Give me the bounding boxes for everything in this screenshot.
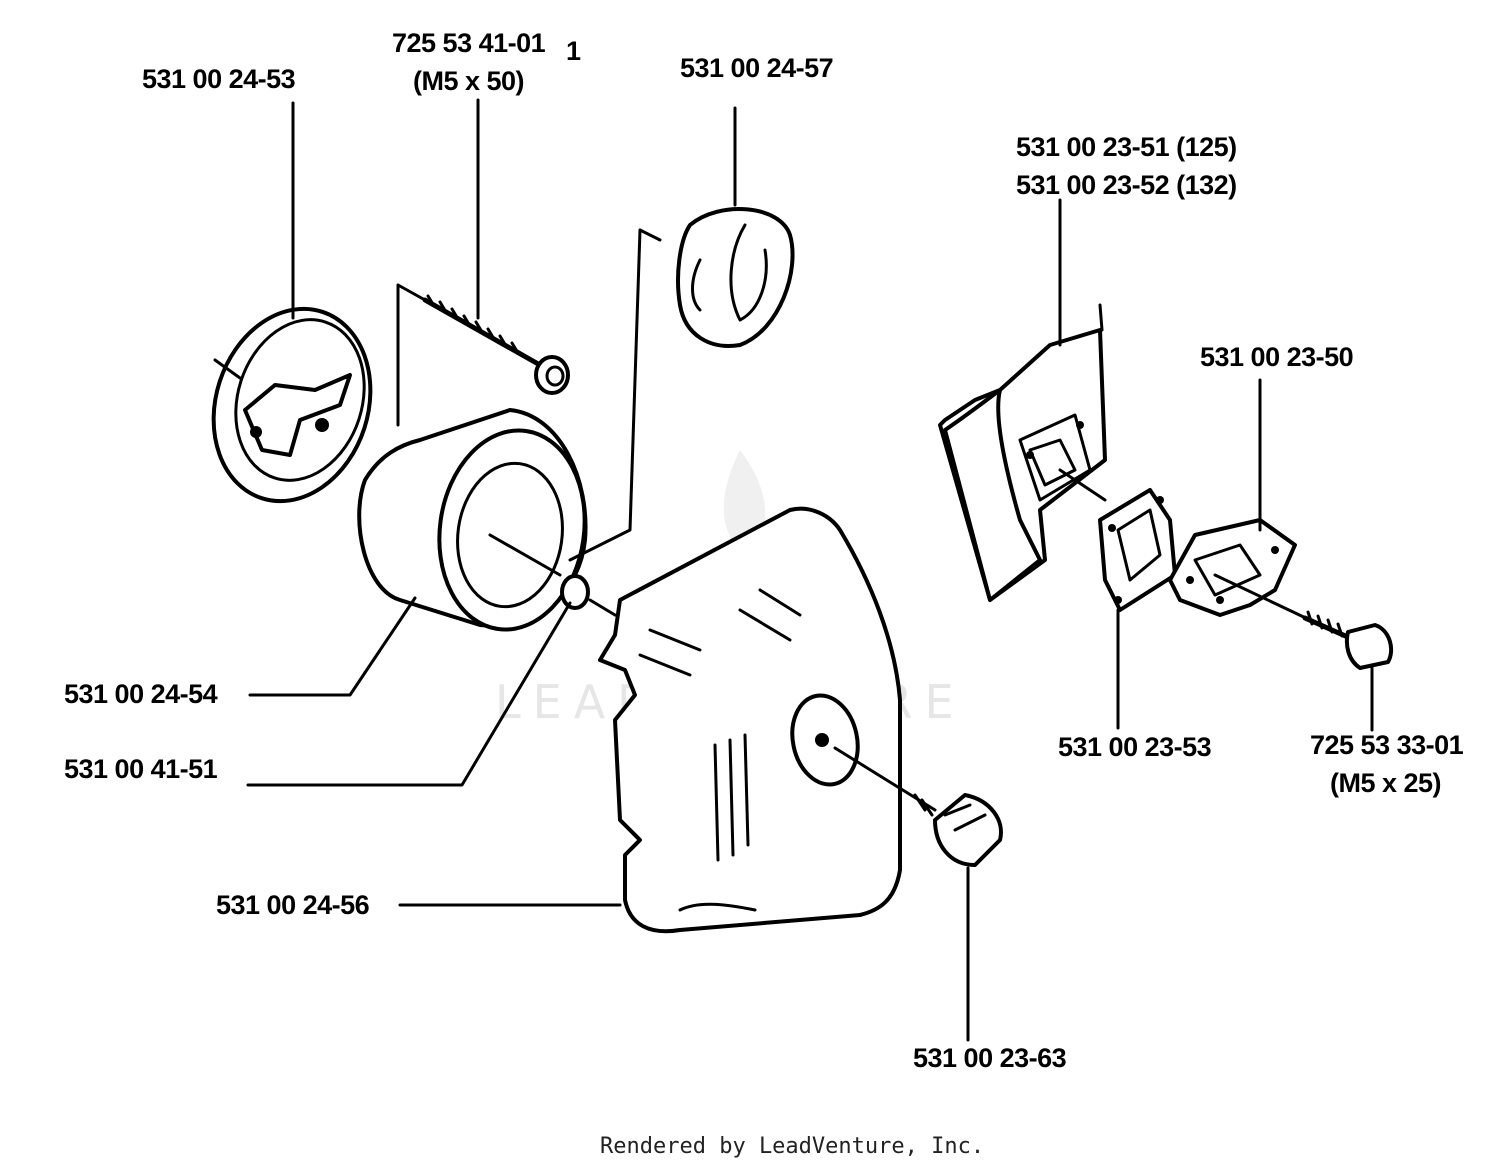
gasket-part [1098,488,1177,612]
label-washer: 531 00 41-51 [64,754,218,784]
flange-part [1168,518,1312,622]
filter-cylinder-part [357,408,588,632]
label-screw-right: 725 53 33-01 [1310,730,1464,760]
label-clutch-drum: 531 00 24-53 [142,64,296,94]
label-gasket: 531 00 23-53 [1058,732,1212,762]
label-cover: 531 00 24-56 [216,890,370,920]
label-screw-right-size: (M5 x 25) [1330,768,1441,798]
label-knob: 531 00 23-63 [913,1043,1067,1073]
part-labels: 531 00 24-53 725 53 41-01 (M5 x 50) 1 53… [64,28,1464,1073]
label-dome: 531 00 24-57 [680,53,833,83]
knob-part [833,746,1003,867]
leader-lines [246,98,1374,1042]
label-screw-top: 725 53 41-01 [392,28,546,58]
clutch-drum-part [211,306,373,504]
label-screw-top-size: (M5 x 50) [413,66,524,96]
right-plate-part [938,303,1107,602]
screw-long-part [396,283,570,427]
screw-short-part [1302,610,1394,670]
label-mark-top: 1 [566,36,581,66]
label-filter-cylinder: 531 00 24-54 [64,679,218,709]
label-plate-b: 531 00 23-52 (132) [1016,170,1237,200]
label-flange: 531 00 23-50 [1200,342,1353,372]
label-plate-a: 531 00 23-51 (125) [1016,132,1237,162]
washer-part [560,574,617,617]
dome-part [568,207,795,562]
footer-credit: Rendered by LeadVenture, Inc. [600,1134,984,1159]
air-filter-cover-part [598,506,902,934]
